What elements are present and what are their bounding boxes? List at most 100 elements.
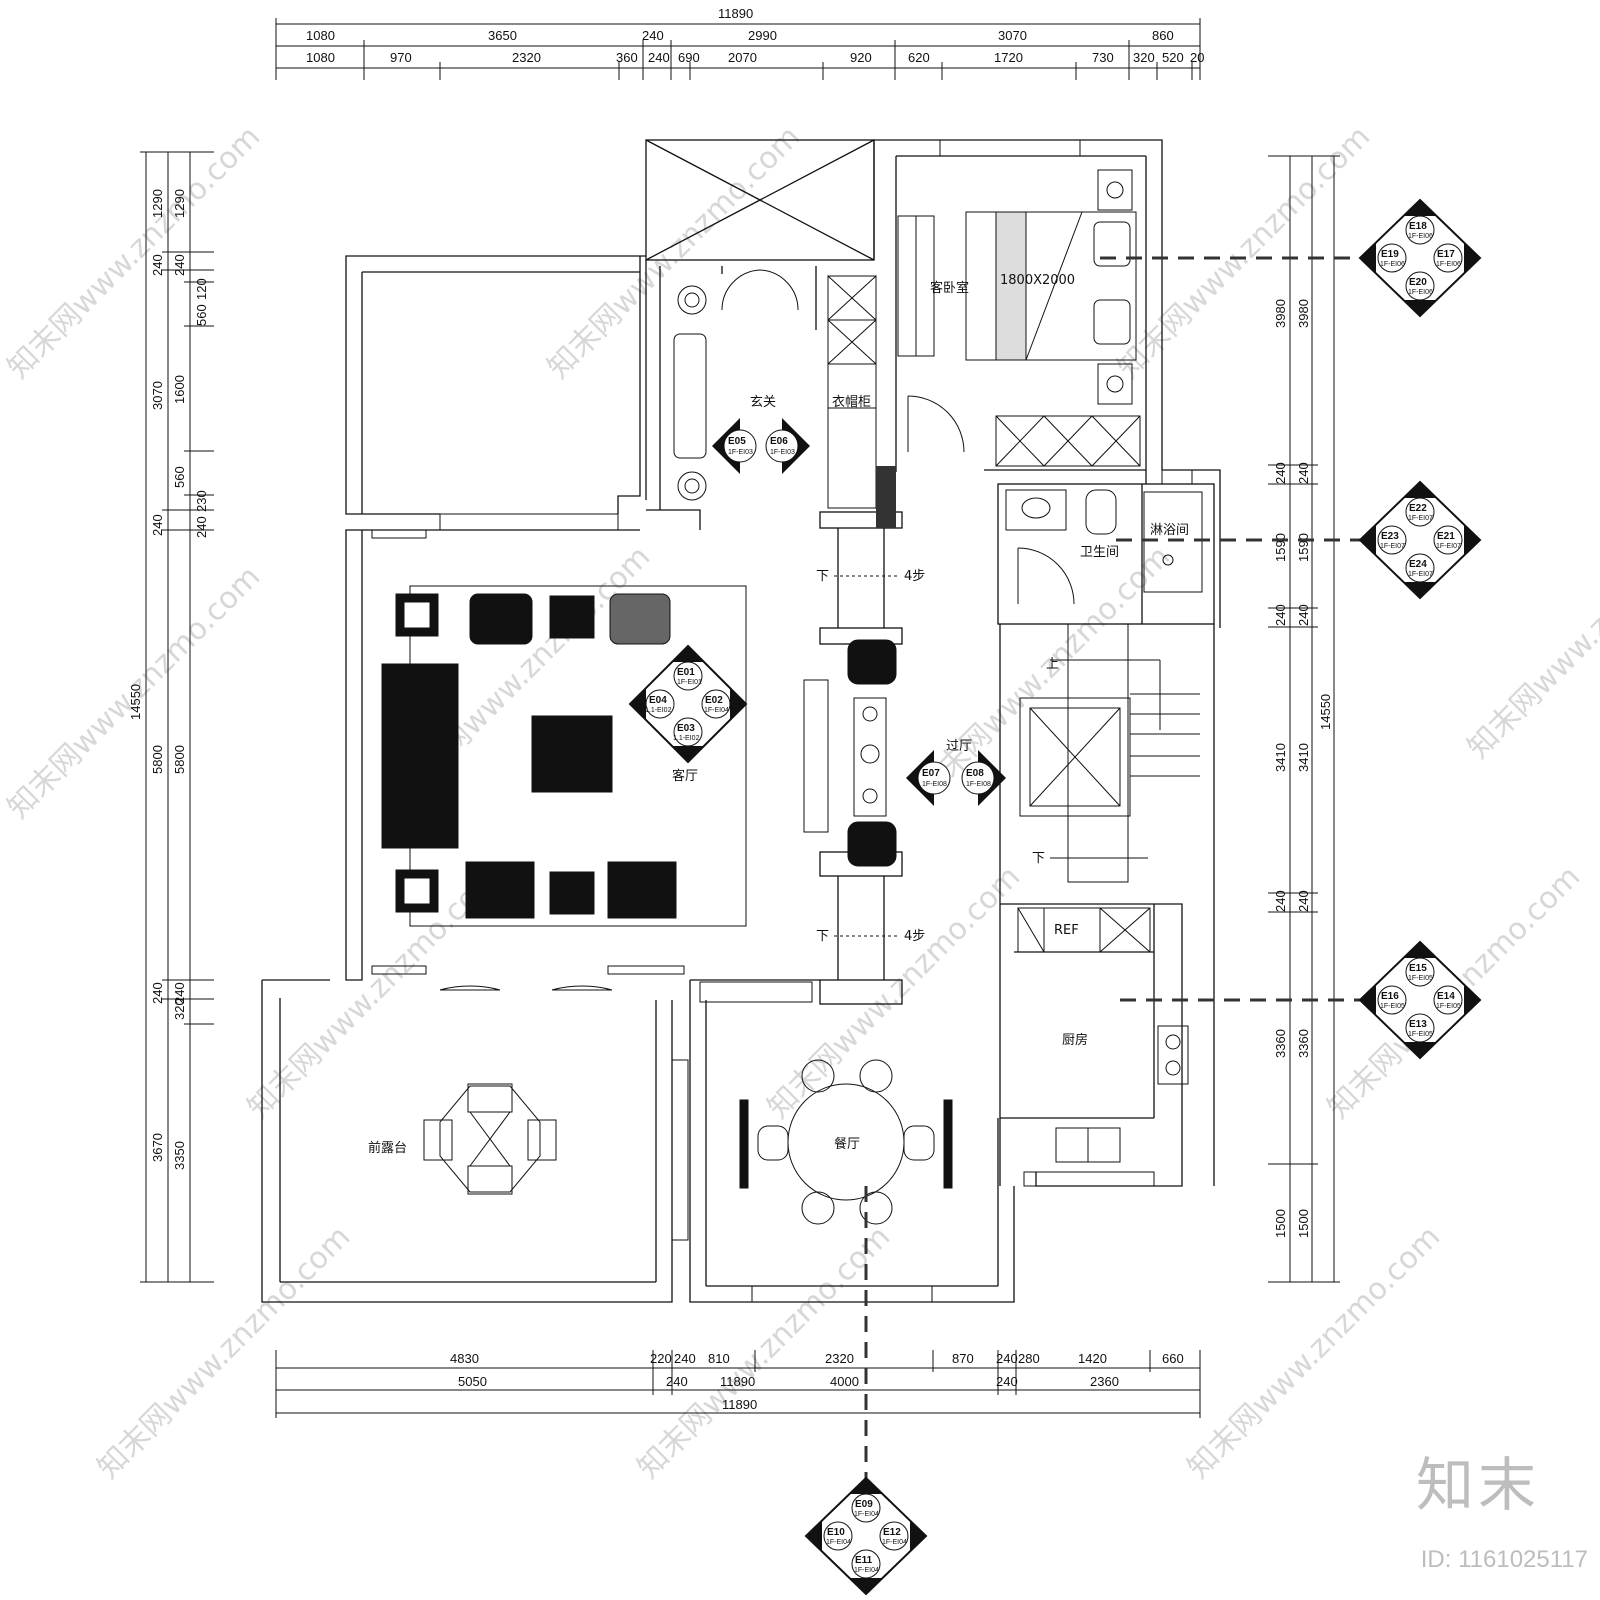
marker-m2-right: E06 <box>770 436 788 447</box>
marker-m2-sub-left: 1F-EI03 <box>728 449 753 456</box>
foyer-bench <box>673 333 707 459</box>
top-dim-3: 240 <box>642 28 664 43</box>
marker-m4-sub-bottom: 1F-EI06 <box>1408 289 1433 296</box>
left-dim-outer: 1290 240 3070 240 5800 240 3670 <box>150 189 165 1162</box>
top-dim-row2: 1080 970 2320 360 240 690 2070 920 620 1… <box>306 50 1204 65</box>
marker-m6-sub-bottom: 1F-EI05 <box>1408 1031 1433 1038</box>
hall-chair-bottom <box>847 821 897 867</box>
watermark-11: 知末网www.znzmo.com <box>91 1219 357 1485</box>
right-dim-5: 3410 <box>1273 743 1288 772</box>
marker-m5-sub-bottom: 1F-EI07 <box>1408 571 1433 578</box>
lift <box>1019 697 1131 817</box>
marker-m5-left: E23 <box>1381 531 1399 542</box>
elevation-marker-hall[interactable]: E07 1F-EI08 E08 1F-EI08 <box>906 750 1006 806</box>
marker-m1-bottom: E03 <box>677 723 695 734</box>
right-dim-4: 240 <box>1273 604 1288 626</box>
marker-m7-bottom: E11 <box>855 1555 873 1566</box>
marker-m5-bottom: E24 <box>1409 559 1427 570</box>
bottom-dim-9: 1420 <box>1078 1351 1107 1366</box>
marker-m7-sub-left: 1F-EI04 <box>826 1539 851 1546</box>
right-dim-1: 3980 <box>1273 299 1288 328</box>
right-dimensions <box>1268 155 1340 1283</box>
hall-chair-top <box>847 639 897 685</box>
bottom-dim-6: 870 <box>952 1351 974 1366</box>
hall-furniture <box>699 639 897 1003</box>
bedroom-furniture <box>897 169 1141 467</box>
top-dim2-3: 2320 <box>512 50 541 65</box>
elevation-marker-bathroom[interactable]: E22 1F-EI07 E23 1F-EI07 E21 1F-EI07 E24 … <box>1358 480 1482 600</box>
bottom-dim2-6: 2360 <box>1090 1374 1119 1389</box>
right-dim2-5: 3410 <box>1296 743 1311 772</box>
top-dim2-8: 920 <box>850 50 872 65</box>
marker-m1-sub-left: 1.1-EI02 <box>645 707 672 714</box>
marker-m3-left: E07 <box>922 768 940 779</box>
armchair-top-1 <box>469 593 533 645</box>
elevation-marker-dining[interactable]: E09 1F-EI04 E10 1F-EI04 E12 1F-EI04 E11 … <box>804 1476 928 1596</box>
label-step-down-2: 下 <box>816 929 829 944</box>
marker-m1-top: E01 <box>677 667 695 678</box>
top-dim2-2: 970 <box>390 50 412 65</box>
top-dim-4: 2990 <box>748 28 777 43</box>
right-total-dim: 14550 <box>1318 694 1333 730</box>
sink <box>1005 489 1067 531</box>
label-steps-1: 4步 <box>904 569 925 584</box>
bottom-dimensions <box>275 1350 1201 1418</box>
top-dim2-10: 1720 <box>994 50 1023 65</box>
bottom-dim-row1: 4830 220 240 810 2320 870 240 280 1420 6… <box>450 1351 1184 1366</box>
top-dim2-4: 360 <box>616 50 638 65</box>
left-dim2-3: 120 <box>194 278 209 300</box>
marker-m4-sub-top: 1F-EI06 <box>1408 233 1433 240</box>
marker-m7-left: E10 <box>827 1527 845 1538</box>
label-kitchen: 厨房 <box>1062 1032 1088 1048</box>
doors <box>439 269 1075 991</box>
elevation-marker-bedroom[interactable]: E18 1F-EI06 E19 1F-EI06 E17 1F-EI06 E20 … <box>1358 198 1482 318</box>
elevation-marker-foyer[interactable]: E05 1F-EI03 E06 1F-EI03 <box>712 418 810 474</box>
left-dim2-4: 560 <box>194 304 209 326</box>
marker-m4-left: E19 <box>1381 249 1399 260</box>
right-dim-8: 1500 <box>1273 1209 1288 1238</box>
marker-m4-sub-right: 1F-EI06 <box>1436 261 1461 268</box>
label-guest-bedroom: 客卧室 <box>930 280 969 296</box>
left-dim2-2: 240 <box>172 254 187 276</box>
armchair-top-2 <box>609 593 671 645</box>
marker-m3-sub-left: 1F-EI08 <box>922 781 947 788</box>
label-shoe-cabinet: 衣帽柜 <box>832 394 871 410</box>
bottom-dim2-4: 4000 <box>830 1374 859 1389</box>
left-dim2-10: 240 <box>172 982 187 1004</box>
shoe-cabinet-low <box>699 981 813 1003</box>
marker-m4-sub-left: 1F-EI06 <box>1380 261 1405 268</box>
left-dim-1: 1290 <box>150 189 165 218</box>
watermarks: 知末网www.znzmo.com 知末网www.znzmo.com 知末网www… <box>1 119 1600 1485</box>
marker-m1-sub-right: 1F-EI04 <box>704 707 729 714</box>
bottom-dim2-5: 240 <box>996 1374 1018 1389</box>
top-total-dim: 11890 <box>718 6 753 21</box>
shower-tray <box>1143 491 1203 593</box>
left-dim-2: 240 <box>150 254 165 276</box>
right-dim-outer: 3980 240 1590 240 3410 240 3360 1500 <box>1273 299 1288 1238</box>
brand-logo: 知末 <box>1415 1451 1540 1519</box>
marker-m1-sub-bottom: 1.1-EI02 <box>673 735 700 742</box>
marker-m6-sub-right: 1F-EI05 <box>1436 1003 1461 1010</box>
top-dim2-1: 1080 <box>306 50 335 65</box>
right-dim2-6: 240 <box>1296 890 1311 912</box>
marker-m2-sub-right: 1F-EI03 <box>770 449 795 456</box>
armchair-bottom-2 <box>607 861 677 919</box>
top-dim-2: 3650 <box>488 28 517 43</box>
marker-m7-sub-right: 1F-EI04 <box>882 1539 907 1546</box>
terrace-furniture <box>423 1083 557 1195</box>
bottom-dim-4: 810 <box>708 1351 730 1366</box>
label-shower: 淋浴间 <box>1150 523 1189 538</box>
small-table-top <box>549 595 595 639</box>
elevation-marker-kitchen[interactable]: E15 1F-EI05 E16 1F-EI05 E14 1F-EI05 E13 … <box>1358 940 1482 1060</box>
bottom-dim-5: 2320 <box>825 1351 854 1366</box>
marker-m4-bottom: E20 <box>1409 277 1427 288</box>
wall-block <box>876 466 896 528</box>
left-dim2-12: 3350 <box>172 1141 187 1170</box>
elevation-marker-living[interactable]: E01 1F-EI01 E04 1.1-EI02 E02 1F-EI04 E03… <box>628 644 748 764</box>
right-dim-7: 3360 <box>1273 1029 1288 1058</box>
left-dim-6: 240 <box>150 982 165 1004</box>
right-dim-6: 240 <box>1273 890 1288 912</box>
bottom-dim-3: 240 <box>674 1351 696 1366</box>
right-dim2-7: 3360 <box>1296 1029 1311 1058</box>
